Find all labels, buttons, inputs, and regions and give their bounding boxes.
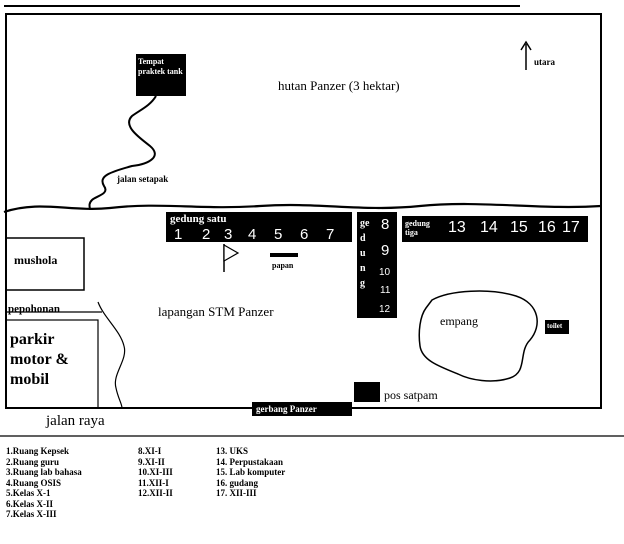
room-14: 14 <box>480 219 498 236</box>
legend-item: 15. Lab komputer <box>216 467 286 477</box>
footpath-label: jalan setapak <box>117 174 169 184</box>
legend-item: 8.XI-I <box>138 446 162 456</box>
room-1: 1 <box>174 226 183 243</box>
room-12: 12 <box>379 304 391 315</box>
legend-item: 4.Ruang OSIS <box>6 477 62 488</box>
board-bar <box>270 253 298 257</box>
building-two-label: gedung <box>360 218 370 289</box>
security-post-block <box>354 382 380 402</box>
room-6: 6 <box>300 226 309 243</box>
forest-label: hutan Panzer (3 hektar) <box>278 78 400 93</box>
room-11: 11 <box>380 285 391 296</box>
flag-icon <box>223 243 240 263</box>
pond-label: empang <box>440 314 478 328</box>
security-post-label: pos satpam <box>384 388 438 402</box>
gate-block: gerbang Panzer <box>252 402 352 416</box>
building-two: gedung 8 9 10 11 12 <box>357 212 397 318</box>
mushola-label: mushola <box>14 253 58 267</box>
room-9: 9 <box>381 242 390 259</box>
north-label: utara <box>534 57 555 67</box>
legend-item: 13. UKS <box>216 446 249 456</box>
legend-item: 9.XI-II <box>138 456 165 467</box>
building-three: gedung tiga 13 14 15 16 17 <box>402 216 588 242</box>
room-15: 15 <box>510 219 528 236</box>
north-arrow-head <box>520 40 532 51</box>
map-border <box>5 13 602 409</box>
room-4: 4 <box>248 226 257 243</box>
legend-item: 12.XII-II <box>138 488 173 498</box>
pond-outline <box>418 290 538 382</box>
legend-item: 5.Kelas X-1 <box>6 488 51 498</box>
tank-area-label: Tempat praktek tank <box>138 57 183 76</box>
room-13: 13 <box>448 219 466 236</box>
room-3: 3 <box>224 226 233 243</box>
legend-item: 3.Ruang lab bahasa <box>6 467 82 477</box>
building-three-label: gedung tiga <box>405 219 430 237</box>
room-10: 10 <box>379 267 391 278</box>
footpath-line <box>88 95 157 211</box>
board-label: papan <box>272 261 294 270</box>
room-5: 5 <box>274 226 283 243</box>
parking-label: parkir motor & mobil <box>10 331 69 388</box>
legend-item: 7.Kelas X-III <box>6 509 57 519</box>
toilet-block: toilet <box>545 320 569 334</box>
room-2: 2 <box>202 226 211 243</box>
legend-item: 16. gudang <box>216 477 259 488</box>
mushola-box <box>5 237 85 291</box>
legend-item: 14. Perpustakaan <box>216 456 284 467</box>
trees-outline <box>97 301 126 409</box>
toilet-label: toilet <box>547 322 563 330</box>
legend-item: 6.Kelas X-II <box>6 498 53 509</box>
trees-label: pepohonan <box>8 303 60 315</box>
gate-label: gerbang Panzer <box>256 404 317 414</box>
legend-item: 17. XII-III <box>216 488 257 498</box>
legend-item: 1.Ruang Kepsek <box>6 446 70 456</box>
road-label: jalan raya <box>46 413 105 429</box>
parking-box <box>5 319 99 409</box>
room-16: 16 <box>538 219 556 236</box>
legend-item: 11.XII-I <box>138 477 169 488</box>
forest-boundary <box>3 202 602 214</box>
building-one: gedung satu 1 2 3 4 5 6 7 <box>166 212 352 243</box>
room-7: 7 <box>326 226 335 243</box>
field-label: lapangan STM Panzer <box>158 304 274 319</box>
room-17: 17 <box>562 219 580 236</box>
room-8: 8 <box>381 216 390 233</box>
building-one-label: gedung satu <box>170 213 227 225</box>
legend-item: 10.XI-III <box>138 467 173 477</box>
legend-item: 2.Ruang guru <box>6 456 60 467</box>
tank-practice-area: Tempat praktek tank <box>136 54 186 96</box>
